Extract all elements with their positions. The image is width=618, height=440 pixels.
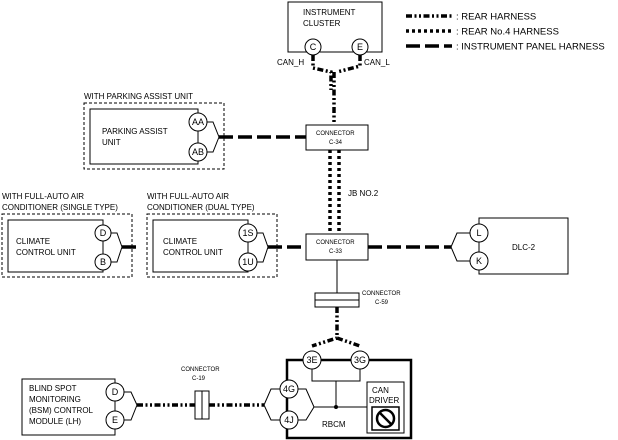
bsm-name-line2: MONITORING [29, 395, 81, 404]
connector-c33-label: CONNECTOR [316, 240, 355, 246]
connector-c33-id: C-33 [329, 249, 343, 255]
dlc-2-pin-l [469, 223, 489, 243]
dlc-2: DLC-2 L K [469, 217, 569, 275]
wire-parking-aa-stub [207, 121, 220, 138]
rbcm-name: RBCM [322, 420, 346, 429]
wire-parking-ab-stub [207, 136, 220, 153]
can-l-label: CAN_L [364, 58, 390, 67]
climate-single-unit-box [7, 219, 104, 273]
connector-c19: CONNECTOR C-19 [181, 367, 220, 420]
climate-single-group-line1: WITH FULL-AUTO AIR [2, 192, 84, 201]
dlc-2-pin-k [469, 251, 489, 271]
no-symbol-icon [371, 406, 400, 431]
jb-label: JB NO.2 [348, 189, 379, 198]
bsm-pin-d [105, 382, 125, 402]
wire-climate-dual-1s-stub [257, 232, 269, 248]
rbcm: 3E 3G 4G 4J RBCM CAN DRIVER [279, 350, 413, 440]
bsm-control-module: BLIND SPOT MONITORING (BSM) CONTROL MODU… [21, 378, 125, 436]
instrument-cluster: INSTRUMENT CLUSTER C E CAN_H CAN_L [277, 1, 390, 67]
connector-c19-right [201, 390, 210, 420]
climate-dual-pin-1u-label: 1U [242, 257, 254, 267]
wire-climate-single-d-stub [111, 232, 123, 248]
wire-climate-dual-1u-stub [257, 246, 269, 263]
rbcm-pin-3e-label: 3E [306, 355, 317, 365]
legend: : REAR HARNESS : REAR No.4 HARNESS : INS… [406, 12, 605, 53]
rbcm-internal-bus-4j [298, 406, 315, 421]
connector-c34-label: CONNECTOR [316, 131, 355, 137]
climate-single-pin-d-label: D [100, 228, 107, 238]
rbcm-pin-4j-label: 4J [284, 415, 294, 425]
instrument-cluster-pin-c-label: C [310, 42, 317, 52]
rbcm-junction-dot [334, 405, 338, 409]
connector-c59-top [314, 292, 360, 301]
wire-cluster-can-h [311, 55, 333, 90]
rbcm-pin-3g-label: 3G [354, 355, 366, 365]
wire-c59-to-rbcm-3e [311, 307, 339, 348]
bsm-pin-e-label: E [112, 415, 118, 425]
connector-c59-bottom [314, 299, 360, 308]
connector-c34: CONNECTOR C-34 [305, 124, 369, 151]
bsm-pin-d-label: D [112, 387, 119, 397]
parking-assist-group-label: WITH PARKING ASSIST UNIT [84, 92, 193, 101]
climate-single-name-line1: CLIMATE [16, 237, 50, 246]
legend-rear-harness-label: : REAR HARNESS [456, 12, 536, 23]
instrument-cluster-pin-e-label: E [357, 42, 363, 52]
parking-assist-pin-aa-label: AA [192, 117, 204, 127]
legend-rear-no4-harness-label: : REAR No.4 HARNESS [456, 27, 559, 38]
climate-dual-group-line1: WITH FULL-AUTO AIR [147, 192, 229, 201]
wire-bsm-d-stub [124, 391, 138, 406]
dlc-2-pin-k-label: K [476, 256, 482, 266]
climate-dual-group: WITH FULL-AUTO AIR CONDITIONER (DUAL TYP… [146, 192, 278, 278]
climate-dual-pin-1s-label: 1S [242, 228, 253, 238]
can-driver-line2: DRIVER [369, 396, 399, 405]
wire-cluster-can-l [336, 55, 362, 74]
connector-c19-id: C-19 [192, 376, 206, 382]
rbcm-pin-4g-label: 4G [283, 384, 295, 394]
dlc-2-name: DLC-2 [512, 243, 536, 252]
climate-dual-name-line1: CLIMATE [163, 237, 197, 246]
instrument-cluster-title-line1: INSTRUMENT [303, 8, 356, 17]
instrument-cluster-title-line2: CLUSTER [303, 19, 341, 28]
dlc-2-box [478, 217, 569, 275]
connector-c19-left [194, 390, 203, 420]
climate-dual-group-line2: CONDITIONER (DUAL TYPE) [147, 203, 255, 212]
connector-c33-box [305, 233, 369, 261]
parking-assist-pin-ab-label: AB [192, 147, 204, 157]
dlc-2-pin-l-label: L [476, 228, 481, 238]
wire-bsm-e-stub [124, 404, 138, 421]
wire-rbcm-4j-stub [263, 404, 280, 421]
wire-dlc-l-stub [450, 232, 470, 248]
climate-dual-name-line2: CONTROL UNIT [163, 248, 223, 257]
wire-rbcm-4g-stub [263, 388, 280, 406]
parking-assist-name-line1: PARKING ASSIST [102, 127, 168, 136]
bsm-name-line1: BLIND SPOT [29, 384, 77, 393]
climate-dual-unit-box [152, 219, 249, 273]
connector-c34-box [305, 124, 369, 151]
legend-instrument-panel-harness-label: : INSTRUMENT PANEL HARNESS [456, 42, 605, 53]
parking-assist-name-line2: UNIT [102, 138, 121, 147]
parking-assist-group: WITH PARKING ASSIST UNIT PARKING ASSIST … [83, 92, 225, 170]
bsm-name-line3: (BSM) CONTROL [29, 406, 94, 415]
climate-single-group-line2: CONDITIONER (SINGLE TYPE) [2, 203, 118, 212]
connector-c59-label: CONNECTOR [362, 291, 401, 297]
connector-c19-label: CONNECTOR [181, 367, 220, 373]
connector-c34-id: C-34 [329, 140, 343, 146]
connector-c33: CONNECTOR C-33 [305, 233, 369, 261]
can-driver-line1: CAN [372, 386, 389, 395]
climate-single-pin-b-label: B [100, 257, 106, 267]
bsm-box [21, 378, 116, 436]
bsm-pin-e [105, 410, 125, 430]
parking-assist-unit-box [89, 108, 199, 165]
rbcm-internal-bus-4g [298, 388, 368, 408]
bsm-name-line4: MODULE (LH) [29, 417, 81, 426]
wire-climate-single-b-stub [111, 246, 123, 263]
can-h-label: CAN_H [277, 58, 304, 67]
connector-c59-id: C-59 [375, 300, 389, 306]
wire-c59-to-rbcm-3g [336, 336, 361, 348]
climate-single-group: WITH FULL-AUTO AIR CONDITIONER (SINGLE T… [1, 192, 133, 278]
connector-c59: CONNECTOR C-59 [314, 291, 401, 308]
climate-single-name-line2: CONTROL UNIT [16, 248, 76, 257]
wire-dlc-k-stub [450, 246, 470, 262]
